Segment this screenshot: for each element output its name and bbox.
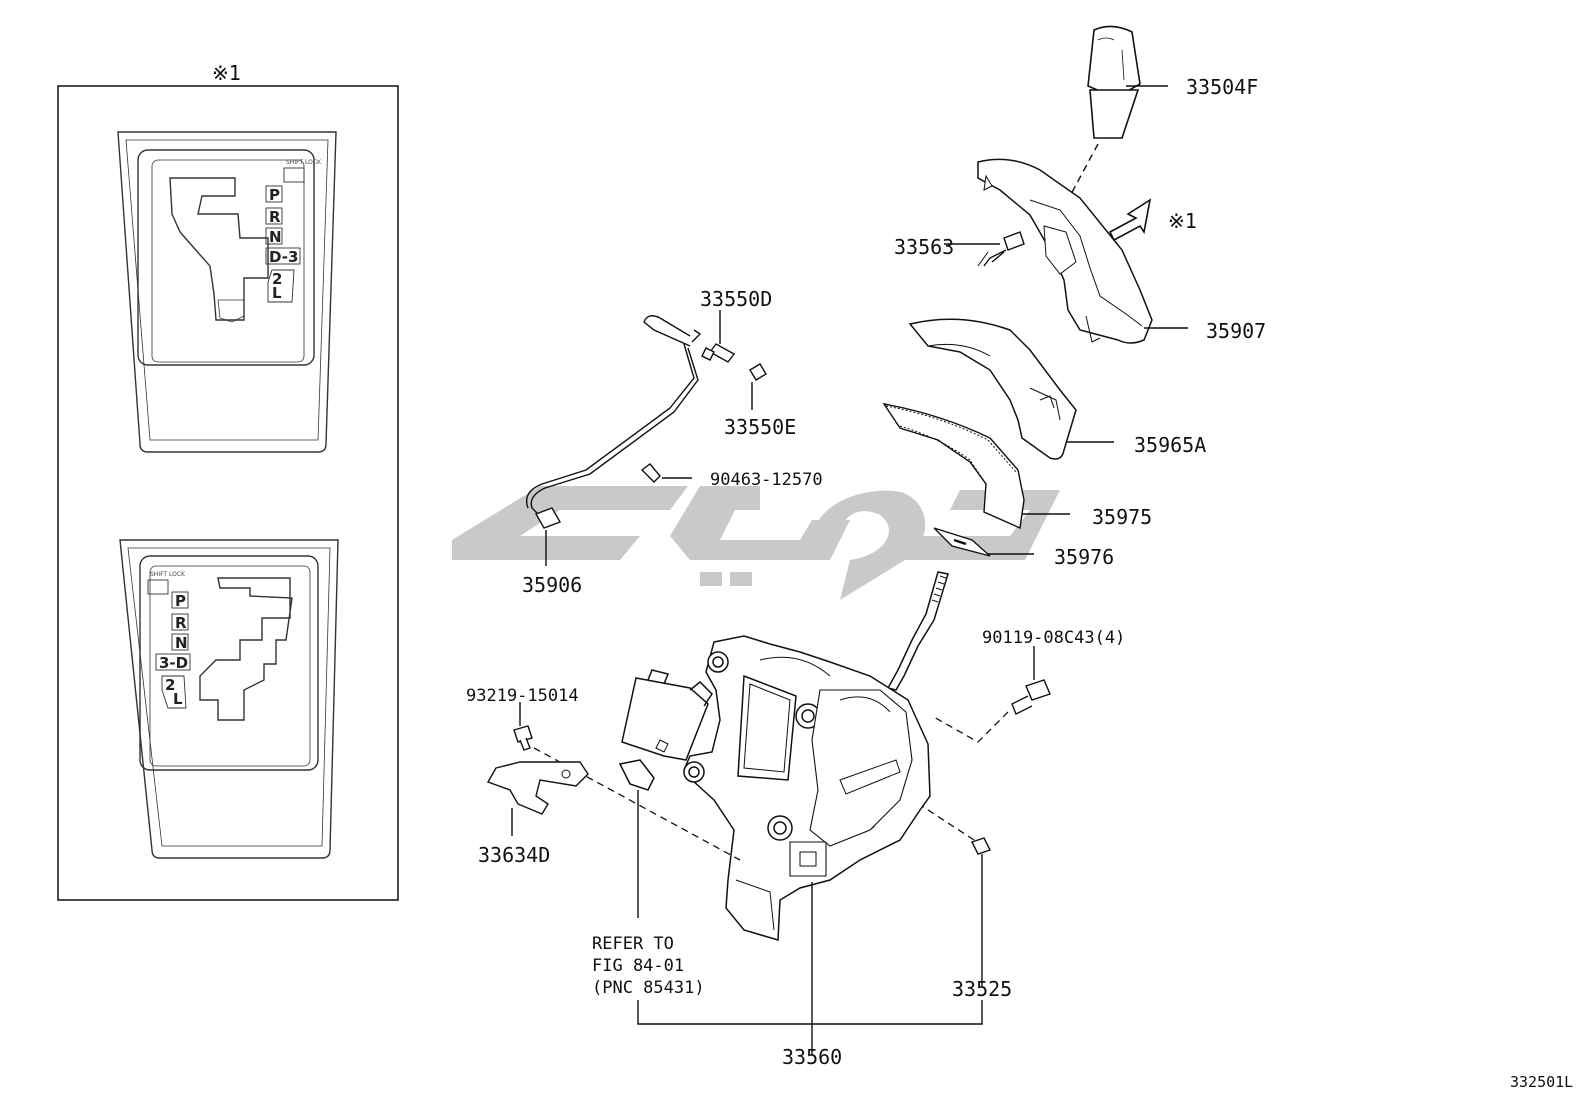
callout-knob: 33504F: [1186, 75, 1259, 99]
callout-indicator: 35907: [1206, 319, 1267, 343]
dust-cover: [908, 318, 1077, 460]
lamp-bulb-d: [701, 343, 736, 363]
callout-refer-line2: FIG 84-01: [592, 956, 685, 976]
callout-ref-mark: ※1: [1168, 209, 1197, 233]
assembly-bracket-lines: [637, 882, 983, 1054]
view-arrow: [1108, 198, 1152, 242]
inset-gear-label: P: [269, 186, 280, 204]
inset-gear-label: N: [269, 228, 282, 246]
lamp-bulb-e: [749, 363, 767, 381]
callout-wire: 35906: [522, 573, 583, 597]
callout-dust-cover: 35965A: [1134, 433, 1207, 457]
shift-lever-assembly: [683, 571, 949, 941]
inset-shift-lock-label: SHIFT LOCK: [286, 159, 322, 166]
small-plate: [933, 527, 991, 557]
slide-plate: [882, 403, 1025, 530]
inset-gear-label: D-3: [269, 248, 298, 266]
callout-refer-line1: REFER TO: [592, 934, 674, 954]
inset-gear-label: P: [175, 592, 186, 610]
callout-nut: 33525: [952, 977, 1013, 1001]
wire-clamp: [640, 463, 661, 483]
inset-console-lower: [119, 539, 339, 859]
figure-code: 332501L: [1510, 1073, 1574, 1091]
shift-lock-solenoid: [618, 669, 713, 791]
callout-bracket: 33634D: [478, 843, 551, 867]
callout-screw: 93219-15014: [466, 686, 579, 706]
indicator-housing: [977, 158, 1153, 344]
callout-assembly: 33560: [782, 1045, 843, 1069]
callout-bolt: 90119-08C43(4): [982, 628, 1126, 648]
callout-slide-plate: 35975: [1092, 505, 1153, 529]
inset-gear-label: N: [175, 634, 188, 652]
inset-gear-label: 2: [165, 676, 175, 694]
bolt: [1011, 679, 1051, 715]
inset-frame: [57, 85, 399, 901]
callout-lamp-e: 33550E: [724, 415, 797, 439]
inset-gear-label: L: [272, 284, 282, 302]
inset-gear-label: R: [269, 208, 281, 226]
bulb-socket: [977, 231, 1025, 267]
inset-gear-label: 3-D: [159, 654, 188, 672]
wire-harness: [525, 315, 702, 529]
inset-gear-label: 2: [272, 270, 282, 288]
shift-knob: [1087, 25, 1141, 139]
screw: [513, 725, 533, 751]
callout-bulb-socket: 33563: [894, 235, 955, 259]
inset-shift-lock-label: SHIFT LOCK: [150, 571, 186, 578]
callout-refer-line3: (PNC 85431): [592, 978, 705, 998]
callout-plate-small: 35976: [1054, 545, 1115, 569]
bracket: [486, 761, 589, 815]
inset-console-upper: [117, 131, 337, 453]
inset-gear-label: R: [175, 614, 187, 632]
callout-clamp: 90463-12570: [710, 470, 823, 490]
inset-ref-mark: ※1: [212, 61, 241, 85]
inset-gear-label: L: [173, 690, 183, 708]
callout-lamp-d: 33550D: [700, 287, 773, 311]
nut: [971, 837, 991, 855]
